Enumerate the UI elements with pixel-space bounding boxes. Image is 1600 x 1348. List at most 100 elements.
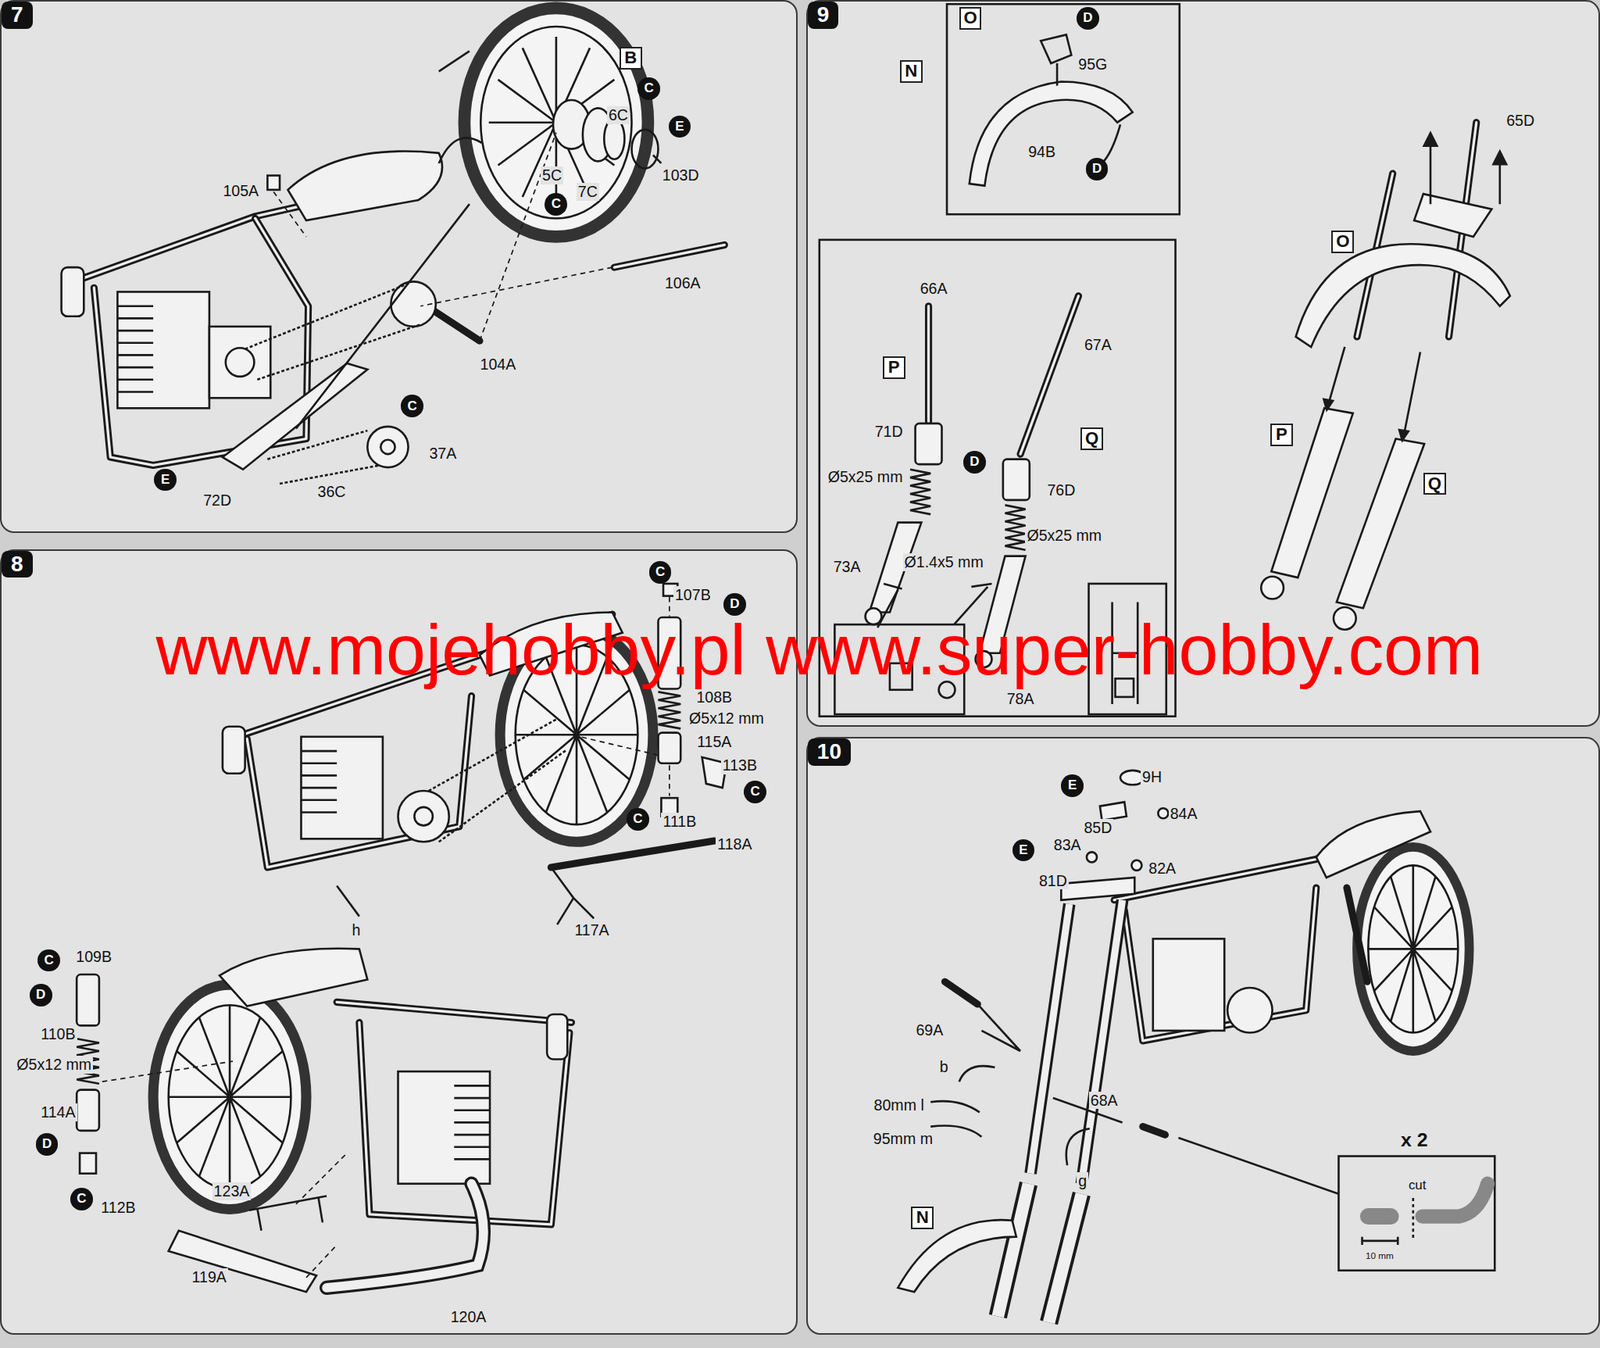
- step10-front-drawing: [897, 770, 1495, 1322]
- subassembly-letter: Q: [1423, 472, 1447, 496]
- marker-letter: D: [35, 987, 46, 1003]
- adhesive-marker: D: [29, 983, 53, 1007]
- label-anchor: 37A: [427, 444, 458, 463]
- marker-letter: P: [1275, 425, 1288, 444]
- label-anchor: 72D: [201, 491, 233, 510]
- label-anchor: 82A: [1146, 859, 1178, 878]
- step-number: 8: [1, 550, 33, 579]
- label-anchor: 104A: [478, 355, 518, 374]
- part-number: 71D: [873, 422, 905, 441]
- part-number: 7C: [576, 182, 600, 201]
- adhesive-marker: E: [1012, 839, 1036, 862]
- adhesive-marker: E: [153, 468, 177, 492]
- adhesive-marker: D: [1076, 7, 1100, 30]
- part-number: 118A: [715, 835, 754, 854]
- label-anchor: 110B: [39, 1025, 77, 1043]
- part-number: b: [938, 1057, 950, 1076]
- label-anchor: 6C: [607, 106, 630, 125]
- part-number: 73A: [832, 557, 863, 576]
- part-number: Ø5x25 mm: [1025, 526, 1104, 545]
- marker-letter: Q: [1085, 428, 1099, 448]
- label-anchor: 71D: [873, 422, 905, 441]
- label-anchor: 69A: [914, 1021, 945, 1040]
- part-number: 95G: [1076, 55, 1109, 74]
- label-anchor: 65D: [1504, 111, 1536, 130]
- marker-letter: D: [42, 1136, 52, 1152]
- label-anchor: 67A: [1082, 335, 1114, 354]
- adhesive-marker: C: [544, 192, 568, 216]
- label-anchor: 113B: [721, 756, 759, 775]
- part-number: 112B: [99, 1198, 137, 1217]
- part-number: 67A: [1082, 335, 1114, 354]
- part-number: 110B: [39, 1025, 77, 1043]
- label-anchor: 117A: [572, 921, 611, 940]
- label-anchor: 95mm m: [871, 1129, 935, 1148]
- marker-letter: P: [888, 357, 900, 377]
- label-anchor: www.mojehobby.pl www.super-hobby.com: [156, 614, 1484, 686]
- part-number: 115A: [695, 732, 733, 751]
- part-number: 69A: [914, 1021, 945, 1040]
- marker-letter: O: [963, 8, 977, 28]
- part-number: Ø5x12 mm: [14, 1055, 93, 1074]
- marker-letter: E: [1067, 778, 1077, 793]
- part-number: 120A: [449, 1307, 489, 1326]
- watermark: www.mojehobby.pl www.super-hobby.com: [156, 614, 1484, 686]
- label-anchor: g: [1076, 1171, 1089, 1190]
- marker-letter: C: [551, 196, 561, 212]
- marker-letter: O: [1335, 232, 1350, 251]
- part-number: 111B: [660, 812, 698, 831]
- label-anchor: 94B: [1026, 142, 1058, 161]
- label-anchor: 83A: [1052, 835, 1083, 854]
- part-number: 83A: [1052, 835, 1083, 854]
- label-anchor: h: [350, 921, 362, 940]
- part-number: 76D: [1045, 481, 1077, 500]
- label-anchor: b: [938, 1057, 950, 1076]
- label-anchor: 103D: [660, 166, 701, 185]
- label-anchor: 5C: [540, 166, 564, 185]
- label-anchor: 81D: [1037, 871, 1069, 890]
- marker-letter: C: [407, 399, 418, 415]
- dimension: 10 mm: [1364, 1250, 1396, 1261]
- part-number: 114A: [39, 1103, 77, 1122]
- label-anchor: 10 mm: [1364, 1250, 1396, 1261]
- part-number: 68A: [1089, 1091, 1120, 1110]
- part-number: Ø5x12 mm: [687, 709, 766, 728]
- subassembly-letter: B: [619, 46, 643, 70]
- adhesive-marker: C: [649, 560, 672, 584]
- label-anchor: 106A: [663, 274, 703, 293]
- note: cut: [1407, 1177, 1429, 1193]
- label-anchor: 78A: [1005, 689, 1036, 708]
- step-number: 7: [1, 1, 33, 29]
- part-number: 95mm m: [871, 1129, 935, 1148]
- subassembly-letter: O: [959, 7, 983, 30]
- marker-letter: E: [675, 119, 684, 135]
- step7-drawing: [61, 7, 725, 484]
- part-number: 117A: [572, 921, 611, 940]
- label-anchor: 105A: [221, 182, 261, 200]
- part-number: 107B: [673, 585, 713, 604]
- marker-letter: Q: [1428, 474, 1442, 493]
- part-number: 106A: [663, 274, 703, 293]
- part-number: 94B: [1026, 142, 1058, 161]
- label-anchor: Ø5x25 mm: [826, 467, 905, 486]
- label-anchor: cut: [1407, 1177, 1429, 1193]
- subassembly-letter: Q: [1080, 427, 1104, 450]
- step-panel: 7BCCECE: [0, 0, 798, 533]
- label-anchor: 9H: [1140, 767, 1164, 786]
- label-anchor: 120A: [449, 1307, 489, 1326]
- step9-fork-drawing: [819, 3, 1511, 716]
- subassembly-letter: P: [1270, 423, 1293, 447]
- part-number: 72D: [201, 491, 233, 510]
- label-anchor: Ø1.4x5 mm: [903, 553, 986, 572]
- label-anchor: 114A: [39, 1103, 77, 1122]
- part-number: g: [1076, 1171, 1089, 1190]
- adhesive-marker: C: [400, 394, 424, 418]
- part-number: 81D: [1037, 871, 1069, 890]
- label-anchor: 118A: [715, 835, 754, 854]
- adhesive-marker: D: [35, 1132, 59, 1156]
- marker-letter: E: [160, 472, 170, 488]
- part-number: 65D: [1504, 111, 1536, 130]
- adhesive-marker: C: [37, 949, 61, 972]
- step-number: 9: [807, 1, 840, 29]
